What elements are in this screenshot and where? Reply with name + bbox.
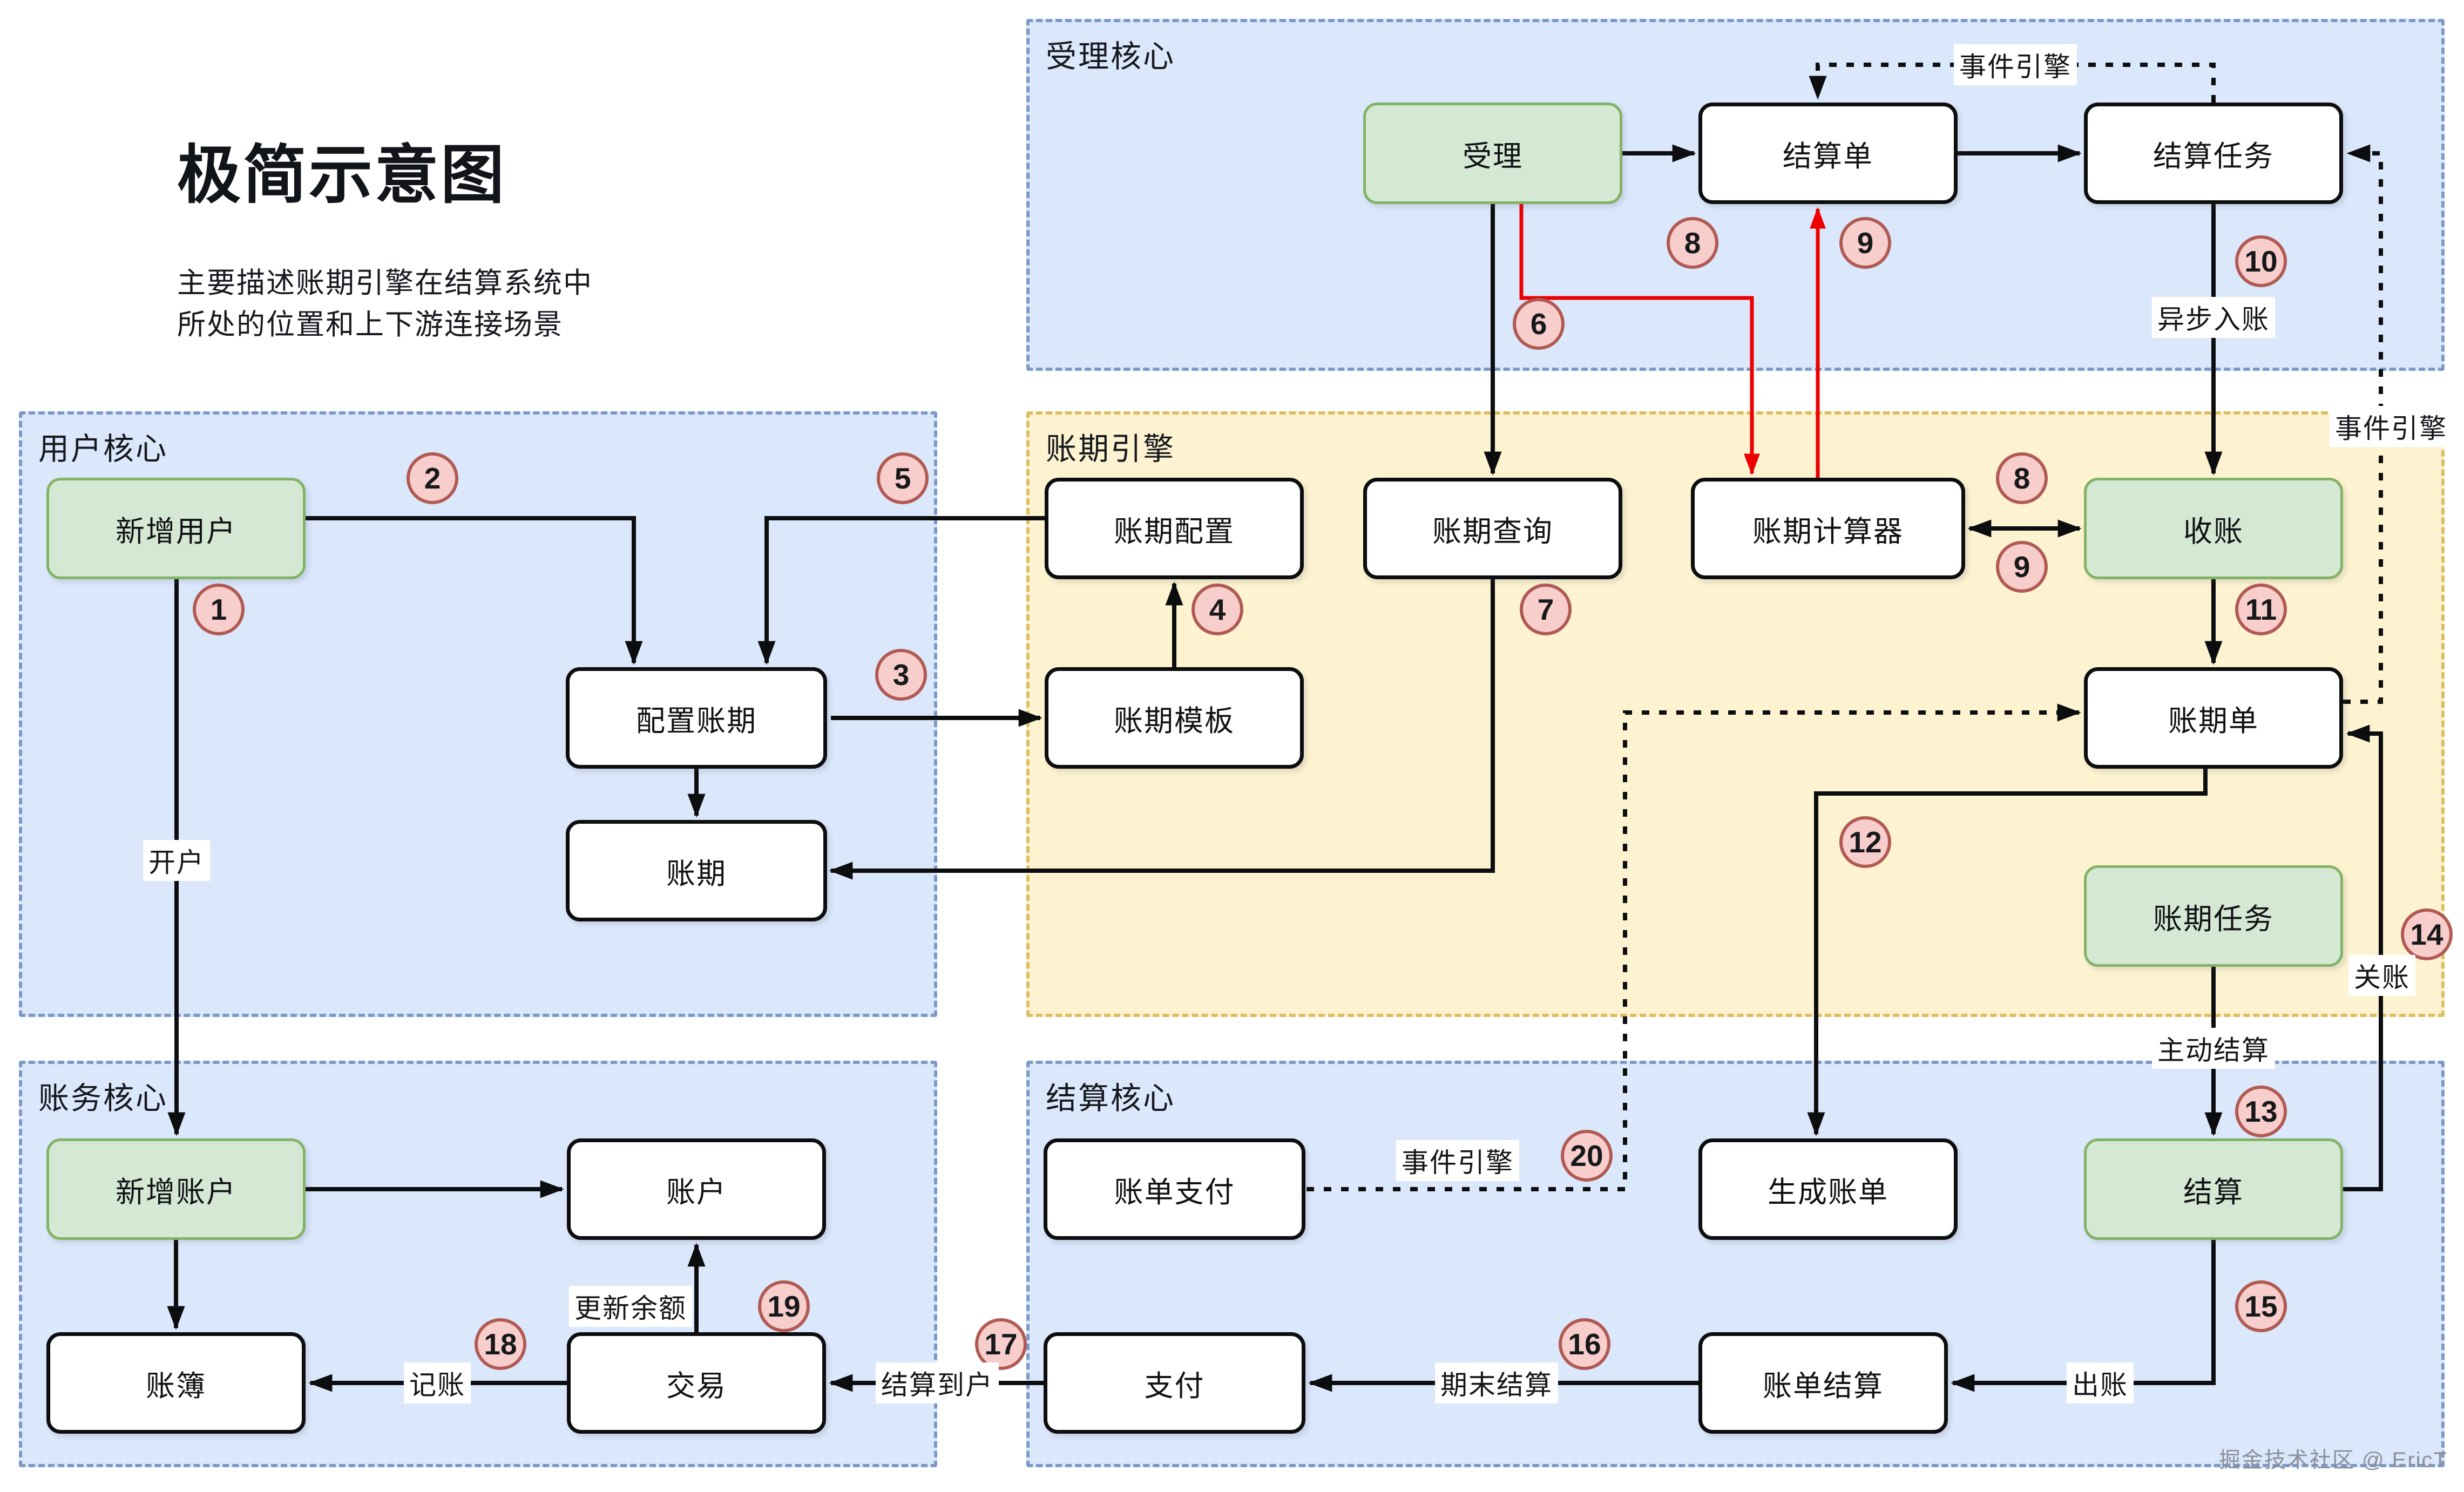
node-billing-cycle: 账期 — [566, 820, 827, 921]
node-new-user: 新增用户 — [46, 478, 306, 579]
edge-label-9: 结算到户 — [876, 1362, 999, 1403]
node-acceptance: 受理 — [1363, 103, 1622, 204]
step-badge-14: 14 — [2401, 908, 2453, 960]
step-badge-18: 18 — [475, 1318, 526, 1370]
edge-label-5: 主动结算 — [2152, 1028, 2275, 1069]
node-ledger: 账簿 — [46, 1332, 306, 1434]
edge-label-7: 出账 — [2067, 1362, 2134, 1403]
step-badge-11: 11 — [2235, 584, 2287, 635]
node-billing-bill: 账期单 — [2084, 667, 2343, 769]
step-badge-1: 1 — [193, 584, 245, 635]
node-billing-config: 账期配置 — [1045, 478, 1304, 579]
step-badge-10: 10 — [2235, 235, 2287, 287]
node-settlement-task: 结算任务 — [2084, 103, 2343, 204]
step-badge-19: 19 — [758, 1280, 810, 1332]
edge-event-engine-20 — [1307, 703, 2081, 1191]
region-label-settlement-core: 结算核心 — [1046, 1081, 1175, 1116]
edge-flow-15 — [1951, 1240, 2216, 1392]
edge-label-8: 期末结算 — [1435, 1362, 1558, 1403]
region-label-billing-engine: 账期引擎 — [1046, 432, 1175, 466]
node-config-billing-cycle: 配置账期 — [566, 667, 827, 769]
page-title: 极简示意图 — [177, 140, 507, 211]
title-block: 极简示意图 主要描述账期引擎在结算系统中 所处的位置和上下游连接场景 — [177, 123, 593, 346]
node-bill-payment: 账单支付 — [1044, 1138, 1305, 1240]
step-badge-2: 2 — [407, 452, 458, 504]
region-label-user-core: 用户核心 — [38, 432, 168, 466]
step-badge-6: 6 — [1513, 298, 1565, 350]
step-badge-8: 8 — [1667, 217, 1718, 269]
node-receive-account: 收账 — [2084, 478, 2343, 579]
step-badge-15: 15 — [2235, 1280, 2287, 1332]
node-new-account: 新增账户 — [46, 1138, 306, 1240]
node-payment: 支付 — [1044, 1332, 1305, 1434]
edge-label-10: 记账 — [404, 1362, 471, 1403]
step-badge-16: 16 — [1559, 1318, 1610, 1370]
edge-label-2: 事件引擎 — [1954, 44, 2077, 85]
subtitle-line-1: 主要描述账期引擎在结算系统中 — [177, 267, 593, 299]
page-subtitle: 主要描述账期引擎在结算系统中 所处的位置和上下游连接场景 — [177, 263, 593, 346]
step-badge-7: 7 — [1520, 584, 1572, 635]
edge-label-6: 关账 — [2348, 955, 2415, 996]
step-badge-12: 12 — [1839, 816, 1891, 868]
edge-label-0: 开户 — [143, 840, 210, 881]
edge-label-1: 异步入账 — [2152, 297, 2275, 338]
node-bill-settlement: 账单结算 — [1698, 1332, 1948, 1434]
step-badge-9: 9 — [1996, 541, 2048, 593]
edge-event-engine-top — [1809, 63, 2216, 103]
edge-flow-12 — [1807, 769, 2208, 1136]
edge-flow-8-red — [1519, 204, 1760, 476]
node-settlement-bill: 结算单 — [1698, 103, 1958, 204]
edge-flow-2 — [306, 516, 643, 665]
step-badge-9: 9 — [1839, 217, 1891, 269]
node-billing-query: 账期查询 — [1363, 478, 1622, 579]
region-label-acceptance-core: 受理核心 — [1046, 39, 1175, 74]
step-badge-20: 20 — [1561, 1130, 1613, 1182]
node-settle: 结算 — [2084, 1138, 2343, 1240]
node-generate-bill: 生成账单 — [1698, 1138, 1958, 1240]
step-badge-4: 4 — [1192, 584, 1243, 635]
step-badge-13: 13 — [2235, 1086, 2287, 1137]
node-transaction: 交易 — [567, 1332, 826, 1434]
edge-label-4: 事件引擎 — [1396, 1140, 1519, 1181]
step-badge-8: 8 — [1996, 452, 2048, 504]
edge-flow-5 — [757, 516, 1045, 665]
node-account: 账户 — [567, 1138, 826, 1240]
node-billing-task: 账期任务 — [2084, 865, 2343, 967]
subtitle-line-2: 所处的位置和上下游连接场景 — [177, 308, 563, 341]
node-billing-template: 账期模板 — [1045, 667, 1304, 769]
step-badge-5: 5 — [877, 452, 929, 504]
edge-label-11: 更新余额 — [569, 1286, 692, 1327]
edge-flow-7 — [829, 579, 1495, 880]
step-badge-17: 17 — [975, 1318, 1027, 1370]
watermark: 掘金技术社区 @ EricT — [2218, 1448, 2448, 1472]
edge-label-3: 事件引擎 — [2330, 406, 2453, 447]
node-billing-calculator: 账期计算器 — [1691, 478, 1965, 579]
region-label-accounting-core: 账务核心 — [38, 1081, 168, 1116]
step-badge-3: 3 — [875, 649, 927, 701]
